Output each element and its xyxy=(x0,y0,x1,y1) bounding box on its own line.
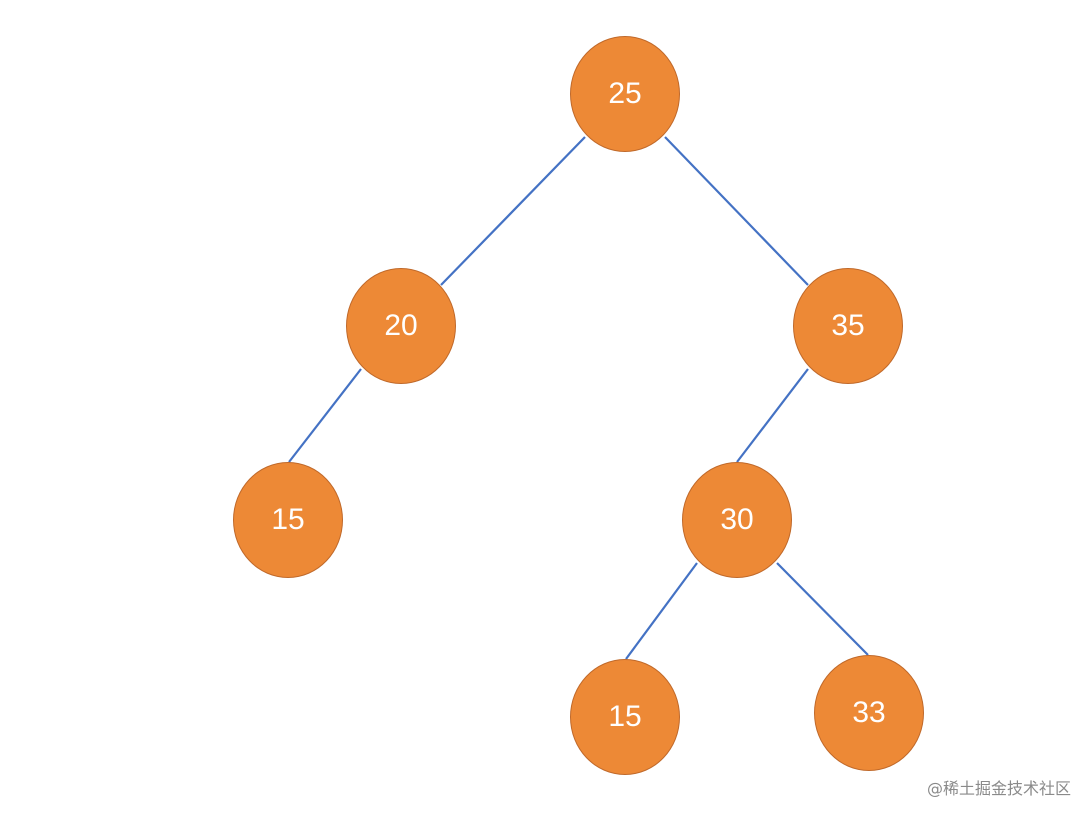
node-right-left-left: 15 xyxy=(570,659,680,775)
node-right: 35 xyxy=(793,268,903,384)
node-right-left: 30 xyxy=(682,462,792,578)
edge-25-35 xyxy=(664,136,809,286)
edge-35-30 xyxy=(736,368,809,463)
node-left: 20 xyxy=(346,268,456,384)
node-root: 25 xyxy=(570,36,680,152)
edge-20-15 xyxy=(288,368,362,463)
edge-30-33 xyxy=(776,562,869,656)
watermark-text: @稀土掘金技术社区 xyxy=(926,779,1071,798)
node-left-left: 15 xyxy=(233,462,343,578)
node-right-left-right: 33 xyxy=(814,655,924,771)
edge-25-20 xyxy=(440,136,586,286)
edge-30-15 xyxy=(625,562,698,660)
